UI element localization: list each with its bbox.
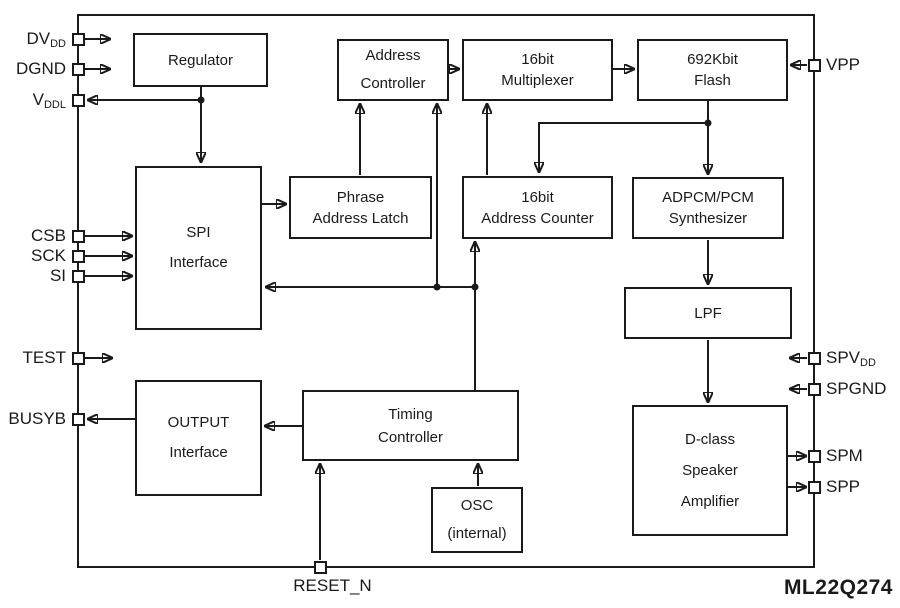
chip-outline xyxy=(77,14,815,568)
block-label: SPI xyxy=(186,224,211,241)
pin-csb-label: CSB xyxy=(31,226,66,245)
pin-vddl-square xyxy=(72,94,85,107)
block-label: Controller xyxy=(377,428,444,446)
pin-spgnd-label: SPGND xyxy=(826,379,887,398)
block-label: 16bit xyxy=(521,51,554,68)
pin-spvdd-label: SPVDD xyxy=(826,348,876,369)
pin-dgnd-label: DGND xyxy=(15,59,66,78)
pin-dvdd-square xyxy=(72,33,85,46)
block-label: Synthesizer xyxy=(668,210,748,227)
block-dclass-speaker-amplifier: D-class Speaker Amplifier xyxy=(632,405,788,536)
block-spi-interface: SPI Interface xyxy=(135,166,262,330)
block-label: Timing xyxy=(388,405,433,423)
wire-flash-to-counter xyxy=(539,122,708,172)
block-lpf: LPF xyxy=(624,287,792,339)
block-label: (internal) xyxy=(447,525,507,542)
block-label: Regulator xyxy=(167,51,234,69)
block-16bit-address-counter: 16bit Address Counter xyxy=(462,176,613,239)
block-label: Interface xyxy=(169,444,228,461)
block-label: ADPCM/PCM xyxy=(662,189,754,206)
pin-spvdd-square xyxy=(808,352,821,365)
block-692kbit-flash: 692Kbit Flash xyxy=(637,39,788,101)
pin-si-square xyxy=(72,270,85,283)
pin-vpp-label: VPP xyxy=(826,55,861,74)
part-number: ML22Q274 xyxy=(783,576,893,599)
block-label: OSC xyxy=(460,497,494,514)
pin-busyb-label: BUSYB xyxy=(8,409,66,428)
pin-spm-square xyxy=(808,450,821,463)
pin-resetn-square xyxy=(314,561,327,574)
pin-spp-label: SPP xyxy=(826,477,861,496)
block-label: Address Counter xyxy=(481,209,594,227)
pin-spm-label: SPM xyxy=(826,446,863,465)
pin-test-square xyxy=(72,352,85,365)
block-label: Amplifier xyxy=(680,493,740,510)
pin-spgnd-square xyxy=(808,383,821,396)
block-adpcm-pcm-synthesizer: ADPCM/PCM Synthesizer xyxy=(632,177,784,239)
block-16bit-multiplexer: 16bit Multiplexer xyxy=(462,39,613,101)
block-label: LPF xyxy=(694,304,722,322)
block-label: 16bit xyxy=(521,188,554,206)
pin-dvdd-label: DVDD xyxy=(26,29,66,50)
block-phrase-address-latch: Phrase Address Latch xyxy=(289,176,432,239)
pin-vddl-label: VDDL xyxy=(32,90,66,111)
block-osc-internal: OSC (internal) xyxy=(431,487,523,553)
block-label: OUTPUT xyxy=(167,414,230,431)
block-label: Flash xyxy=(694,72,731,89)
pin-sck-square xyxy=(72,250,85,263)
block-label: Address Latch xyxy=(312,209,409,227)
pin-csb-square xyxy=(72,230,85,243)
block-label: Interface xyxy=(169,254,228,271)
pin-dgnd-square xyxy=(72,63,85,76)
block-timing-controller: Timing Controller xyxy=(302,390,519,461)
block-regulator: Regulator xyxy=(133,33,268,87)
block-label: 692Kbit xyxy=(687,51,738,68)
junction-dot xyxy=(197,96,205,104)
block-label: Phrase xyxy=(336,188,385,206)
pin-si-label: SI xyxy=(49,266,66,285)
pin-spp-square xyxy=(808,481,821,494)
pin-busyb-square xyxy=(72,413,85,426)
block-address-controller: Address Controller xyxy=(337,39,449,101)
block-label: Controller xyxy=(360,75,426,92)
block-label: Multiplexer xyxy=(501,72,574,89)
pin-sck-label: SCK xyxy=(31,246,66,265)
block-label: Address xyxy=(365,47,421,64)
pin-test-label: TEST xyxy=(22,348,66,367)
block-label: Speaker xyxy=(682,462,738,479)
pin-resetn-label: RESET_N xyxy=(293,576,372,595)
pin-vpp-square xyxy=(808,59,821,72)
block-label: D-class xyxy=(684,431,735,448)
block-output-interface: OUTPUT Interface xyxy=(135,380,262,496)
